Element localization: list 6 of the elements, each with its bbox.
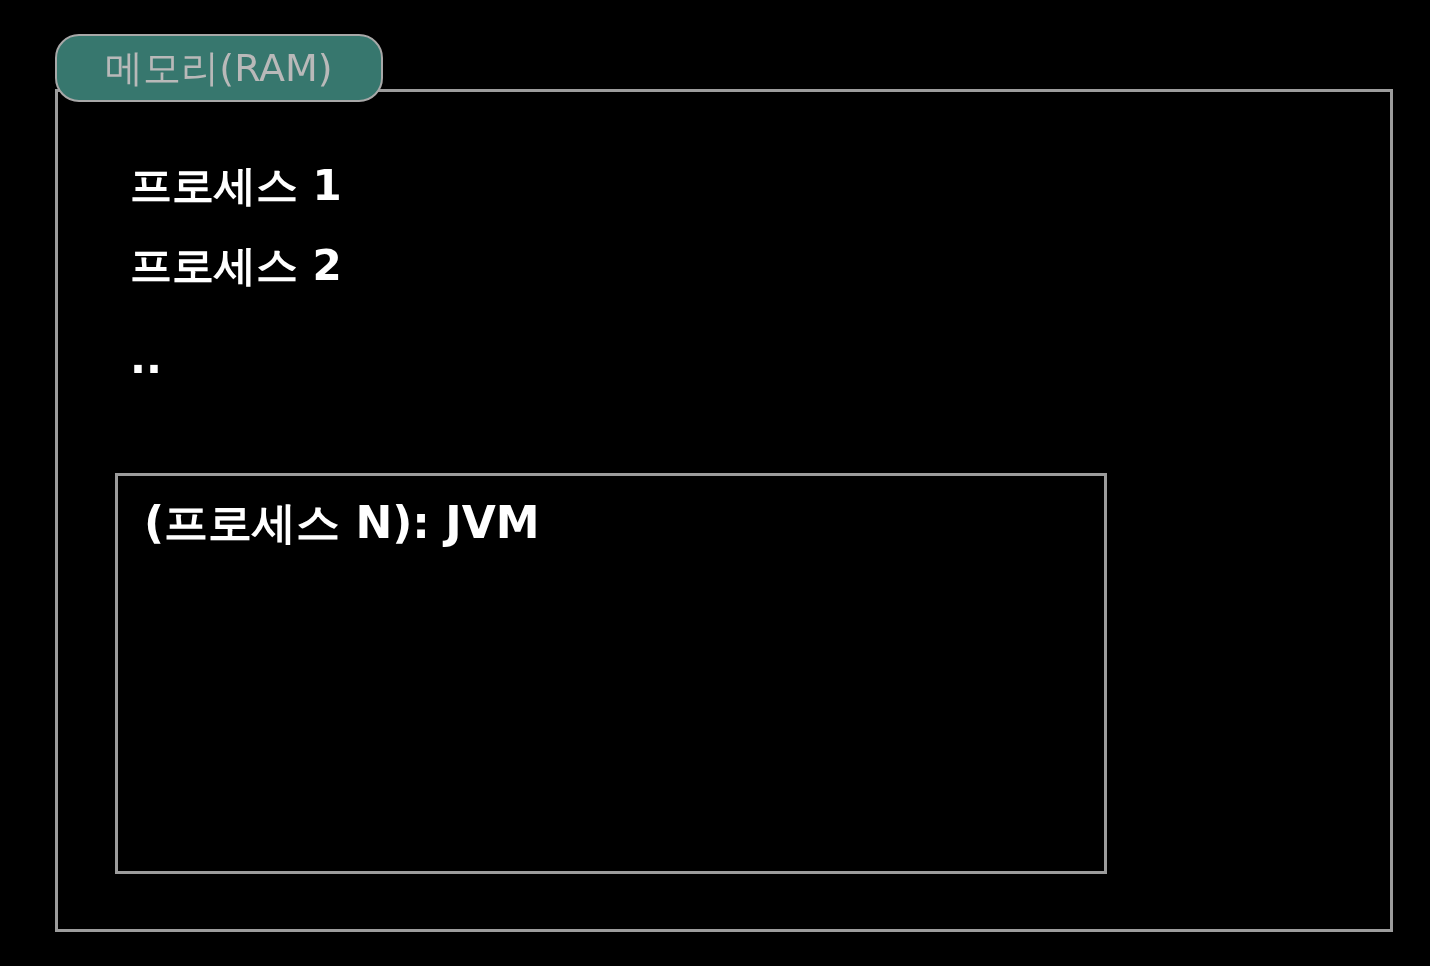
title-tab: 메모리(RAM) [55,34,383,102]
process-label: 프로세스 1 [130,161,342,211]
process-label: 프로세스 2 [130,241,342,291]
ellipsis-text: .. [130,334,162,384]
process-box [115,473,1107,874]
process-label: (프로세스 N): JVM [144,498,540,548]
